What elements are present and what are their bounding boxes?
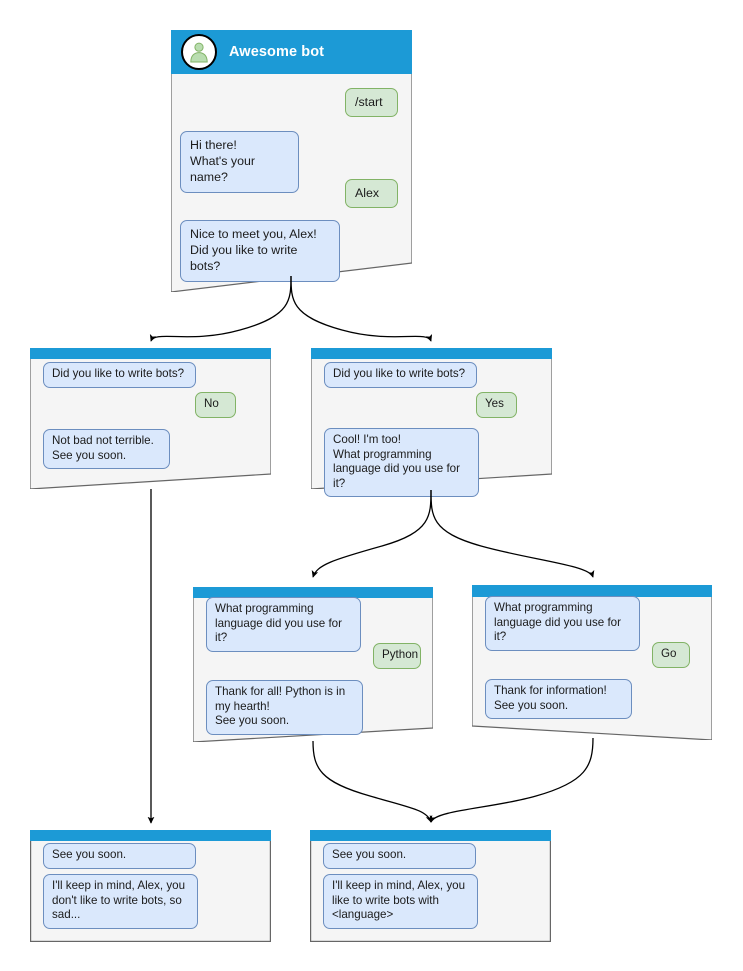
message-bubble-bot: Thank for information! See you soon. xyxy=(485,679,632,720)
node-end-sad[interactable]: See you soon. I'll keep in mind, Alex, y… xyxy=(30,830,271,942)
node-python-branch[interactable]: What programming language did you use fo… xyxy=(193,587,433,742)
node-start-titlebar: Awesome bot xyxy=(171,30,412,74)
message-bubble-user: Python xyxy=(373,643,421,669)
message-bubble-bot: See you soon. xyxy=(43,843,196,869)
edge-yes-to-python xyxy=(311,489,432,578)
person-avatar-icon xyxy=(181,34,217,70)
node-go-branch[interactable]: What programming language did you use fo… xyxy=(472,585,712,740)
message-bubble-bot: What programming language did you use fo… xyxy=(485,596,640,651)
node-end-happy[interactable]: See you soon. I'll keep in mind, Alex, y… xyxy=(310,830,551,942)
message-bubble-user: Alex xyxy=(345,179,398,209)
message-bubble-bot: Did you like to write bots? xyxy=(43,362,196,388)
message-bubble-user: Go xyxy=(652,642,690,668)
message-bubble-bot: What programming language did you use fo… xyxy=(206,597,361,652)
message-bubble-bot: I'll keep in mind, Alex, you like to wri… xyxy=(323,874,478,929)
message-bubble-bot: Thank for all! Python is in my hearth! S… xyxy=(206,680,363,735)
message-bubble-user: No xyxy=(195,392,236,418)
message-bubble-bot: Not bad not terrible. See you soon. xyxy=(43,429,170,470)
edge-python-to-end-happy xyxy=(312,740,433,823)
node-yes-branch[interactable]: Did you like to write bots? Yes Cool! I'… xyxy=(311,348,552,498)
message-bubble-bot: See you soon. xyxy=(323,843,476,869)
node-no-branch[interactable]: Did you like to write bots? No Not bad n… xyxy=(30,348,271,489)
message-bubble-bot: Hi there! What's your name? xyxy=(180,131,299,193)
message-bubble-bot: Nice to meet you, Alex! Did you like to … xyxy=(180,220,340,282)
bot-name-label: Awesome bot xyxy=(229,44,325,60)
edge-yes-to-go xyxy=(430,489,595,578)
node-start[interactable]: Awesome bot /start Hi there! What's your… xyxy=(171,30,412,292)
edge-go-to-end-happy xyxy=(429,737,594,823)
message-bubble-user: Yes xyxy=(476,392,517,418)
message-bubble-bot: Did you like to write bots? xyxy=(324,362,477,388)
message-bubble-bot: I'll keep in mind, Alex, you don't like … xyxy=(43,874,198,929)
message-bubble-user: /start xyxy=(345,88,398,118)
message-bubble-bot: Cool! I'm too! What programming language… xyxy=(324,428,479,498)
